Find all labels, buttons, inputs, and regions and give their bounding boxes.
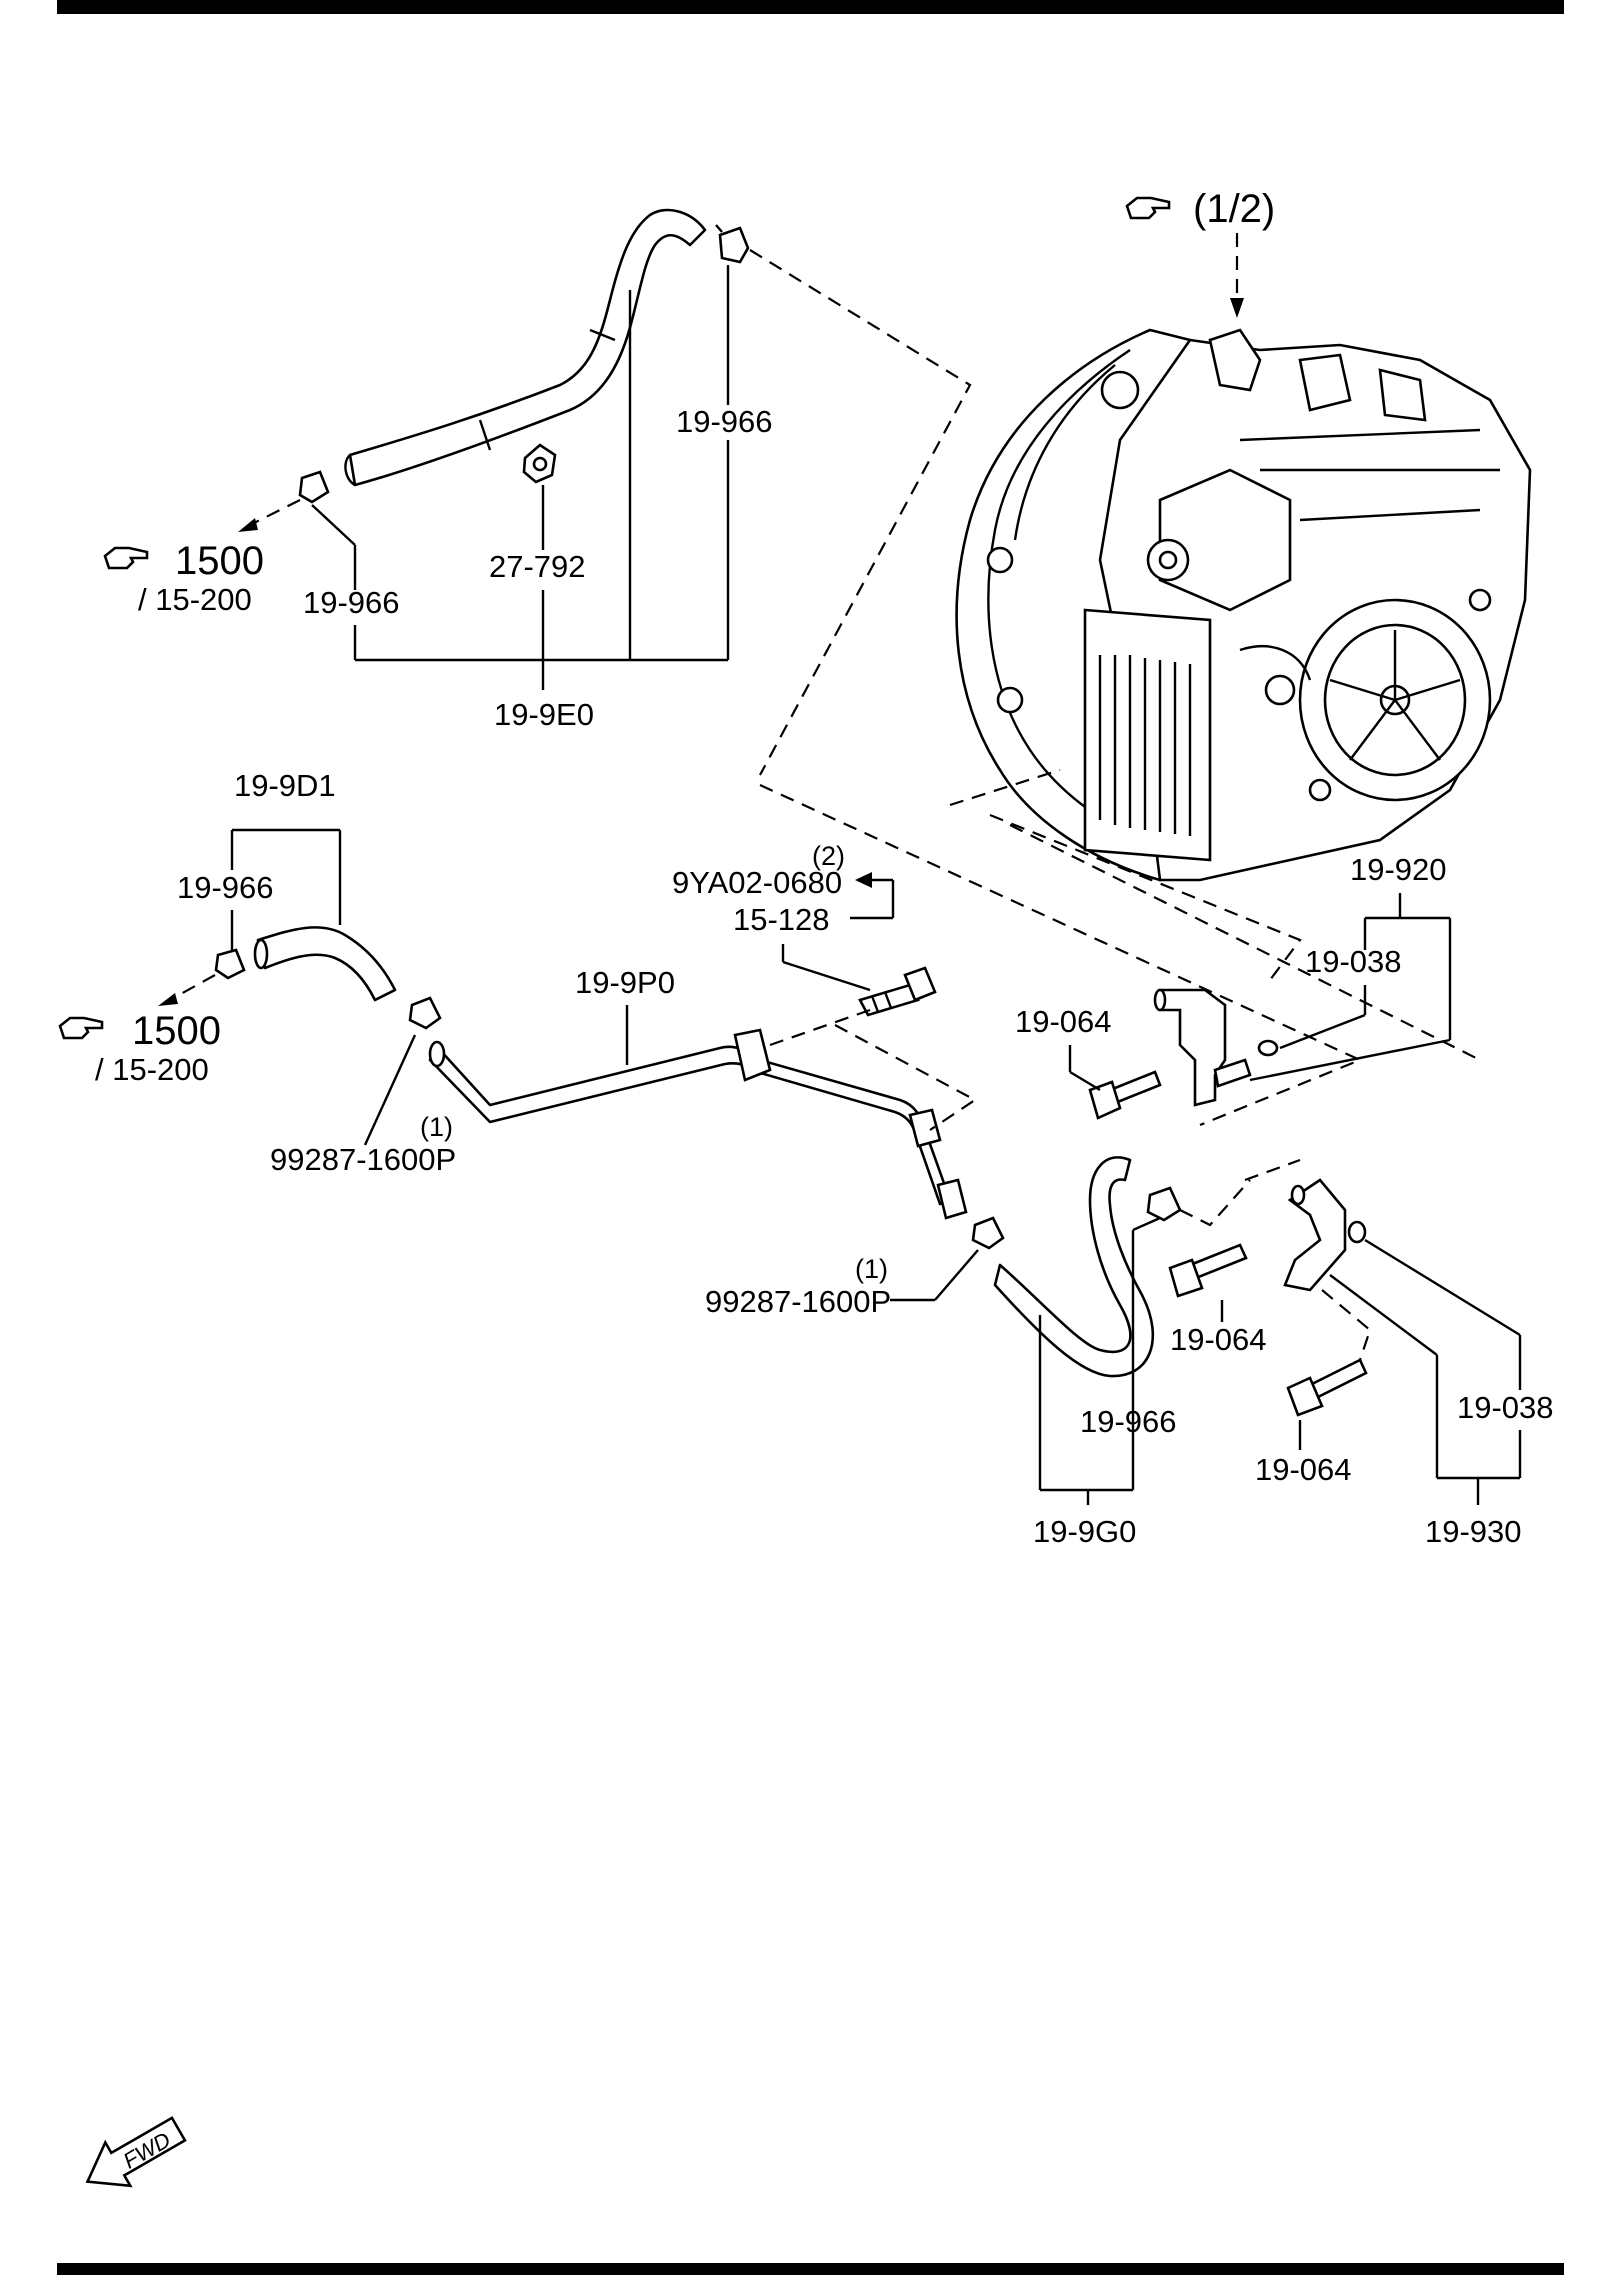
hose-top	[344, 208, 707, 487]
label-99287-a: 99287-1600P	[270, 1142, 456, 1177]
label-19-920: 19-920	[1350, 852, 1447, 887]
fwd-arrow-icon: FWD	[85, 2116, 187, 2188]
leader-1500-b	[169, 974, 216, 1001]
fitting-19-930[interactable]	[1283, 1178, 1347, 1292]
bolt-19-064-mid[interactable]	[1168, 1243, 1248, 1298]
ref-15-200-b-label: / 15-200	[95, 1052, 209, 1087]
label-qty2: (2)	[812, 841, 845, 871]
clamp-99287-b[interactable]	[971, 1216, 1005, 1250]
bolt-19-064-low[interactable]	[1286, 1358, 1368, 1417]
bolt-19-064-top[interactable]	[1088, 1070, 1162, 1120]
hose-19-9G0	[993, 1156, 1155, 1378]
clamp-19-966-mid[interactable]	[214, 948, 246, 980]
ref-1-2[interactable]: (1/2)	[1125, 187, 1275, 231]
top-border-bar	[57, 0, 1564, 14]
label-19-064-mid: 19-064	[1170, 1322, 1267, 1357]
label-19-9E0: 19-9E0	[494, 697, 594, 732]
label-19-966-low: 19-966	[1080, 1404, 1177, 1439]
ref-15-200-a-label: / 15-200	[138, 582, 252, 617]
label-9YA02-0680: 9YA02-0680	[672, 865, 842, 900]
ref-1500-a-label: 1500	[175, 539, 264, 583]
leader-dashed-main	[759, 784, 1363, 1127]
label-15-128: 15-128	[733, 902, 830, 937]
ref-1-2-label: (1/2)	[1193, 187, 1275, 231]
clamp-19-966-left[interactable]	[298, 470, 330, 504]
label-19-9D1: 19-9D1	[234, 768, 336, 803]
clamp-99287-a[interactable]	[408, 996, 442, 1030]
ref-1500-b-label: 1500	[132, 1009, 221, 1053]
label-19-064-top: 19-064	[1015, 1004, 1112, 1039]
bottom-border-bar	[57, 2263, 1564, 2275]
clamp-19-966-low[interactable]	[1146, 1186, 1182, 1222]
pointing-hand-icon	[58, 1016, 104, 1040]
leader-dashed-case-a	[949, 768, 1061, 807]
label-27-792: 27-792	[489, 549, 586, 584]
label-qty1-b: (1)	[855, 1254, 888, 1284]
label-19-038-low: 19-038	[1457, 1390, 1554, 1425]
pointing-hand-icon	[1125, 196, 1171, 220]
label-99287-b: 99287-1600P	[705, 1284, 891, 1319]
label-19-966-top: 19-966	[676, 404, 773, 439]
hose-19-9D1	[253, 926, 397, 1002]
label-19-966-left: 19-966	[303, 585, 400, 620]
oring-19-038-top[interactable]	[1257, 1039, 1279, 1057]
ref-1500-a[interactable]: 1500 / 15-200	[103, 539, 264, 617]
leader-pipe-dash	[834, 1024, 978, 1131]
leader-fitting-dash	[1244, 1158, 1301, 1182]
oring-19-038-low[interactable]	[1347, 1220, 1367, 1244]
pipe-19-9P0	[428, 1028, 968, 1220]
leader-1500-a	[249, 499, 301, 526]
clamp-19-966-top[interactable]	[715, 224, 750, 264]
clamp-27-792[interactable]	[522, 443, 557, 484]
cooler-fins	[1098, 655, 1192, 836]
leader-dashed-case-c	[1009, 824, 1481, 1061]
leader-dashed-case-b	[989, 813, 1302, 981]
label-19-930: 19-930	[1425, 1514, 1522, 1549]
fitting-19-920[interactable]	[1153, 988, 1252, 1107]
label-19-966-mid: 19-966	[177, 870, 274, 905]
pointing-hand-icon	[103, 546, 149, 570]
transmission-assembly	[955, 328, 1532, 882]
label-qty1-a: (1)	[420, 1112, 453, 1142]
leader-clamp-low-dash	[1179, 1179, 1251, 1227]
leader-bolt-dash	[769, 1008, 871, 1047]
label-19-038-top: 19-038	[1305, 944, 1402, 979]
arrow-9YA02	[855, 872, 872, 888]
label-19-9G0: 19-9G0	[1033, 1514, 1136, 1549]
bolt-15-128[interactable]	[858, 966, 937, 1017]
leader-dashed-top	[749, 249, 972, 776]
ref-1500-b[interactable]: 1500 / 15-200	[58, 1009, 221, 1087]
label-19-9P0: 19-9P0	[575, 965, 675, 1000]
label-19-064-low: 19-064	[1255, 1452, 1352, 1487]
